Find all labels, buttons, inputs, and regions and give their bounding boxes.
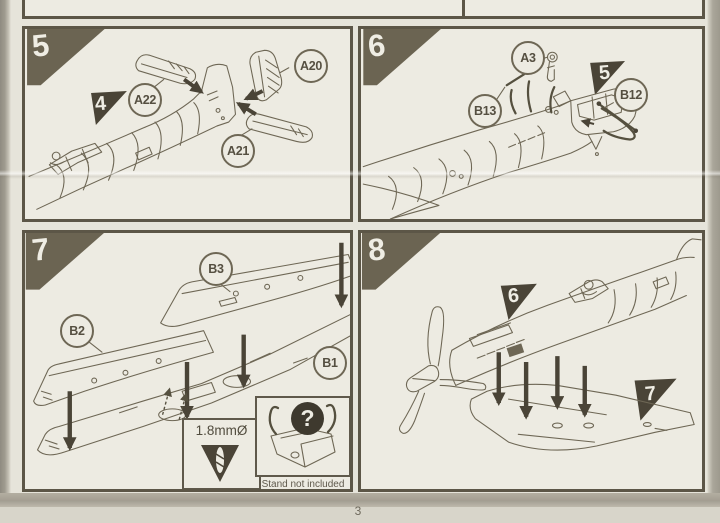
flag-6-triangle [500, 283, 537, 320]
assembly-arrows [62, 242, 349, 451]
part-badge-b2: B2 [60, 314, 94, 348]
stand-callout: ? [255, 396, 350, 477]
corner-tab [25, 233, 104, 290]
fuselage-art [449, 238, 702, 386]
part-a3-art [546, 51, 558, 82]
question-mark-icon: ? [291, 402, 324, 435]
part-badge-b13: B13 [468, 94, 502, 128]
fuselage-art [362, 88, 637, 219]
part-a22-art [135, 54, 197, 85]
corner-tab [361, 233, 441, 290]
step-number-6: 6 [366, 27, 387, 64]
drill-bit-icon [201, 445, 239, 482]
panel-divider [462, 0, 465, 16]
part-b1-art [36, 314, 350, 456]
stand-caption: Stand not included [261, 479, 345, 490]
step-number-7: 7 [30, 231, 51, 268]
part-b3-art [160, 253, 350, 327]
paper-bottom-margin [0, 507, 720, 523]
paper-fold-shadow [0, 493, 720, 507]
previous-panels-strip [22, 0, 705, 19]
part-badge-a3: A3 [511, 41, 545, 75]
step-panel-8: 8 6 7 [358, 230, 705, 492]
flag-4-triangle [91, 91, 127, 125]
part-badge-b1: B1 [313, 346, 347, 380]
step-panel-7: 7 B3 B2 B1 1.8mmØ ? Stand not included [22, 230, 353, 492]
step-panel-5: 5 4 A22 A20 A21 [22, 26, 353, 222]
fuselage-art [28, 63, 237, 210]
part-badge-a21: A21 [221, 134, 255, 168]
flag-5-triangle [590, 60, 626, 95]
paper-right-edge [707, 0, 720, 523]
prev-step-flag-5: 5 [598, 61, 612, 85]
part-badge-b3: B3 [199, 252, 233, 286]
step-panel-6: 6 5 A3 B13 B12 [358, 26, 705, 222]
drill-position-arrows [161, 387, 189, 420]
corner-tab [363, 29, 441, 86]
page-number: 3 [354, 504, 362, 518]
corner-tab [27, 29, 105, 86]
step5-artwork [27, 29, 313, 210]
assembly-arrows [491, 352, 592, 420]
flag-7-triangle [634, 378, 677, 421]
step6-artwork [362, 29, 639, 219]
step8-artwork [361, 233, 702, 451]
part-b2-art [33, 330, 214, 406]
part-badge-a20: A20 [294, 49, 328, 83]
part-badge-b12: B12 [614, 78, 648, 112]
step7-artwork [25, 233, 350, 456]
assembly-arrows [182, 77, 264, 116]
prev-step-flag-7: 7 [644, 382, 658, 406]
drill-diameter-label: 1.8mmØ [195, 423, 248, 438]
propeller-art [398, 306, 487, 434]
part-a20-art [249, 49, 283, 102]
leader-lines [87, 283, 308, 364]
step-number-5: 5 [30, 27, 51, 64]
part-a21-art [245, 113, 313, 143]
prev-step-flag-4: 4 [94, 92, 108, 116]
step-number-8: 8 [366, 231, 387, 268]
part-badge-a22: A22 [128, 83, 162, 117]
prev-step-flag-6: 6 [507, 284, 521, 308]
paper-left-edge [0, 0, 11, 523]
part-b12-art [580, 101, 639, 141]
